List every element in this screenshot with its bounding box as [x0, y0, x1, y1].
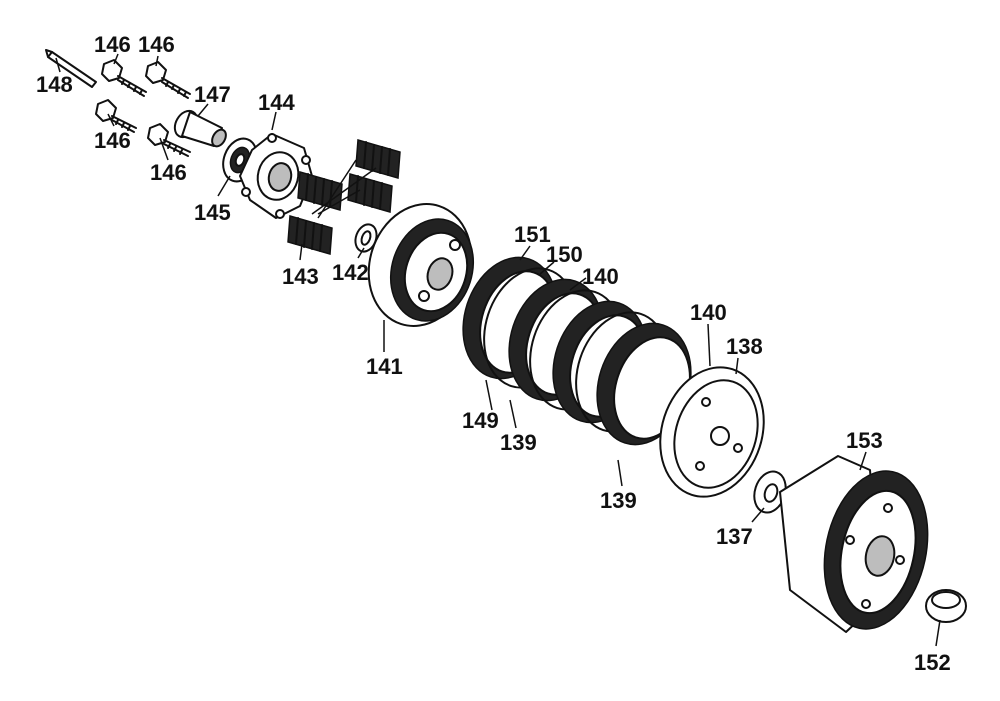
callout-143: 143	[282, 264, 319, 289]
leader-lines	[55, 53, 941, 647]
callout-150: 150	[546, 242, 583, 267]
part-146-bolt-b	[145, 61, 191, 99]
part-142-lock-washer	[354, 223, 378, 253]
callout-146: 146	[138, 32, 175, 57]
part-138-plate	[659, 366, 765, 498]
callout-145: 145	[194, 200, 231, 225]
part-153-clutch-basket	[779, 455, 929, 633]
callout-146: 146	[94, 128, 131, 153]
callout-146: 146	[94, 32, 131, 57]
clutch-plate-stack	[462, 256, 692, 446]
callout-140: 140	[690, 300, 727, 325]
callout-labels: 146 146 148 147 144 146 146 145 143 142 …	[36, 32, 951, 675]
part-147-shaft	[173, 109, 227, 148]
callout-146: 146	[150, 160, 187, 185]
part-146-bolt-d	[147, 123, 191, 157]
part-143-springs	[287, 139, 401, 255]
part-152-bushing	[925, 589, 967, 623]
callout-137: 137	[716, 524, 753, 549]
callout-141: 141	[366, 354, 403, 379]
callout-142: 142	[332, 260, 369, 285]
callout-139: 139	[600, 488, 637, 513]
part-144-pressure-plate	[239, 133, 313, 219]
callout-138: 138	[726, 334, 763, 359]
callout-149: 149	[462, 408, 499, 433]
part-148-pin	[45, 49, 97, 88]
callout-144: 144	[258, 90, 295, 115]
callout-147: 147	[194, 82, 231, 107]
part-146-bolt-a	[101, 59, 147, 97]
callout-140: 140	[582, 264, 619, 289]
callout-152: 152	[914, 650, 951, 675]
callout-139: 139	[500, 430, 537, 455]
part-137-washer	[753, 470, 787, 514]
callout-148: 148	[36, 72, 73, 97]
callout-151: 151	[514, 222, 551, 247]
part-141-clutch-hub	[367, 203, 475, 327]
callout-153: 153	[846, 428, 883, 453]
part-146-bolt-c	[95, 99, 137, 133]
